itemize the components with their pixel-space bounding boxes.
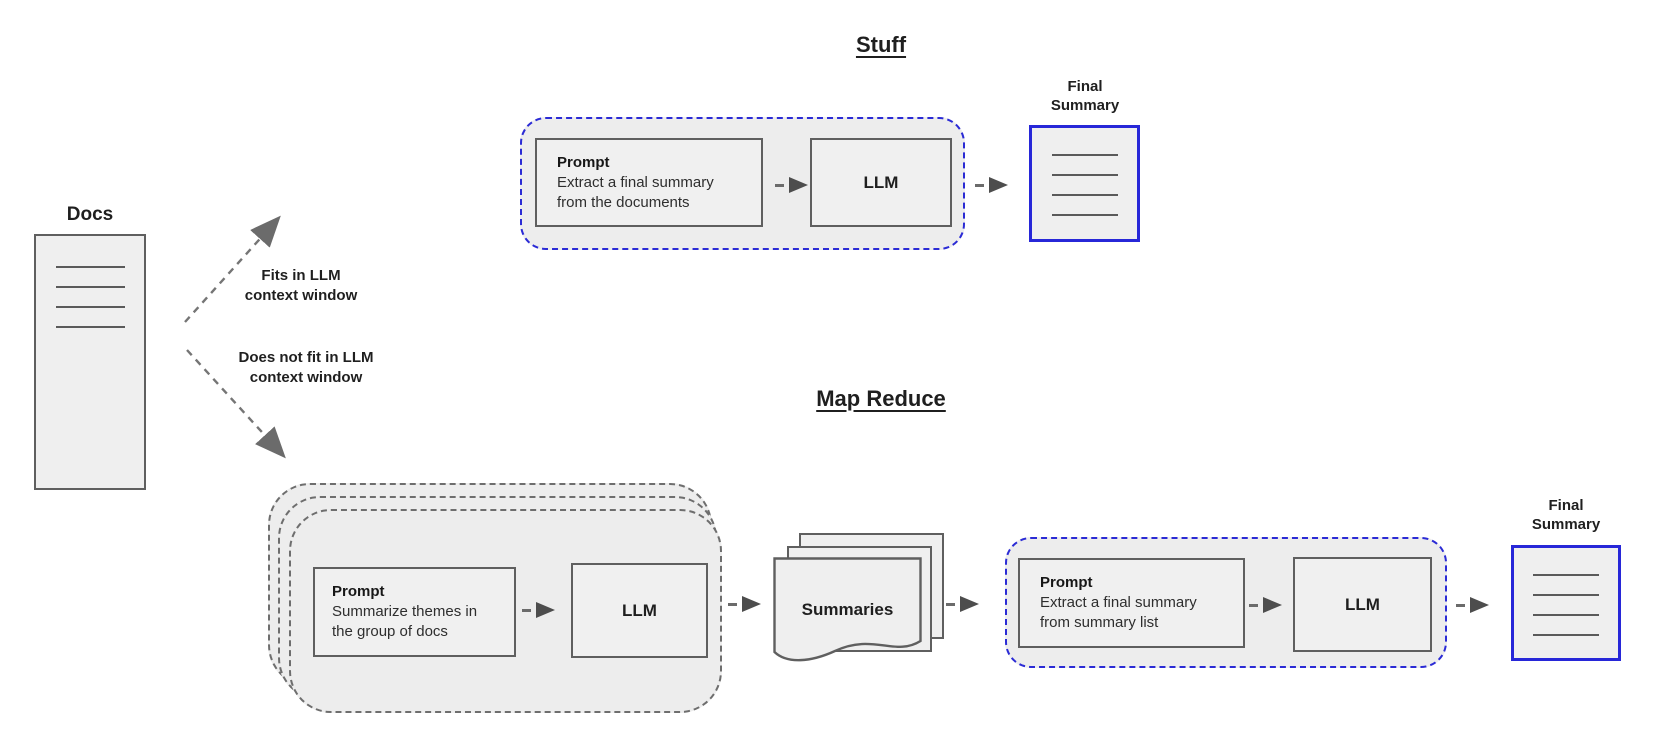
arrow-dash [1456, 603, 1465, 607]
arrow-head-icon [789, 177, 808, 193]
prompt-text-line1: Summarize themes in [332, 603, 478, 620]
text-line [1533, 614, 1599, 616]
prompt-text-line2: from summary list [1040, 614, 1159, 631]
arrow-dash [1249, 603, 1258, 607]
arrow-dash [522, 608, 531, 612]
text-line [1051, 214, 1118, 216]
mapreduce-final-summary-icon [1511, 545, 1621, 661]
arrow-reduce-prompt-to-llm [1249, 597, 1282, 613]
text-line [1533, 594, 1599, 596]
fits-label-line2: context window [244, 287, 358, 304]
docs-label: Docs [66, 204, 114, 225]
text-line [1051, 174, 1118, 176]
text-line [1533, 634, 1599, 636]
text-line [55, 326, 125, 328]
final-label-line2: Summary [1531, 516, 1601, 533]
prompt-text-line1: Extract a final summary [557, 173, 714, 191]
stuff-final-summary-icon [1029, 125, 1140, 242]
arrow-head-icon [536, 602, 555, 618]
final-summary-text-lines [1032, 154, 1137, 216]
reduce-prompt-box: Prompt Extract a final summary from summ… [1018, 558, 1245, 648]
final-summary-text-lines [1514, 574, 1618, 636]
arrow-head-icon [742, 596, 761, 612]
arrow-dash [946, 602, 955, 606]
does-not-fit-label-line2: context window [249, 369, 363, 386]
prompt-text-line2: from the documents [557, 193, 690, 211]
final-label-line2: Summary [1050, 97, 1120, 114]
fits-label: Fits in LLM context window [216, 266, 386, 306]
prompt-text-line2: the group of docs [332, 623, 448, 640]
text-line [55, 266, 125, 268]
llm-label: LLM [1345, 594, 1380, 614]
fits-label-line1: Fits in LLM [261, 267, 341, 284]
docs-document-icon [34, 234, 146, 490]
summaries-pages-icon [773, 557, 922, 662]
stuff-final-summary-label: Final Summary [1030, 77, 1140, 115]
arrow-head-icon [960, 596, 979, 612]
text-line [1051, 194, 1118, 196]
arrow-llm-to-final-summary [1456, 597, 1489, 613]
map-reduce-title: Map Reduce [816, 386, 946, 411]
arrow-head-icon [989, 177, 1008, 193]
fits-arrow [184, 215, 281, 323]
arrow-llm-to-summaries [728, 596, 761, 612]
map-prompt-box: Prompt Summarize themes in the group of … [313, 567, 516, 657]
arrow-summaries-to-reduce [946, 596, 979, 612]
does-not-fit-arrow [186, 349, 286, 459]
docs-text-lines [36, 266, 144, 328]
prompt-heading: Prompt [332, 583, 385, 600]
text-line [55, 286, 125, 288]
arrow-map-prompt-to-llm [522, 602, 555, 618]
text-line [1533, 574, 1599, 576]
reduce-llm-box: LLM [1293, 557, 1432, 652]
final-label-line1: Final [1067, 78, 1103, 95]
llm-label: LLM [622, 600, 657, 620]
arrow-head-icon [1263, 597, 1282, 613]
arrow-stuff-llm-to-summary [975, 177, 1008, 193]
arrow-head-icon [1470, 597, 1489, 613]
text-line [1051, 154, 1118, 156]
arrow-dash [775, 183, 784, 187]
text-line [55, 306, 125, 308]
llm-label: LLM [863, 172, 899, 192]
mapreduce-final-summary-label: Final Summary [1511, 496, 1621, 534]
summaries-label: Summaries [801, 600, 894, 619]
does-not-fit-label-line1: Does not fit in LLM [238, 349, 374, 366]
does-not-fit-label: Does not fit in LLM context window [206, 348, 406, 388]
arrow-stuff-prompt-to-llm [775, 177, 808, 193]
final-label-line1: Final [1548, 497, 1584, 514]
stuff-title: Stuff [855, 32, 907, 57]
prompt-text-line1: Extract a final summary [1040, 594, 1197, 611]
arrow-dash [975, 183, 984, 187]
stuff-llm-box: LLM [810, 138, 952, 227]
prompt-heading: Prompt [557, 153, 610, 171]
prompt-heading: Prompt [1040, 574, 1093, 591]
stuff-prompt-box: Prompt Extract a final summary from the … [535, 138, 763, 227]
map-llm-box: LLM [571, 563, 708, 658]
arrow-dash [728, 602, 737, 606]
